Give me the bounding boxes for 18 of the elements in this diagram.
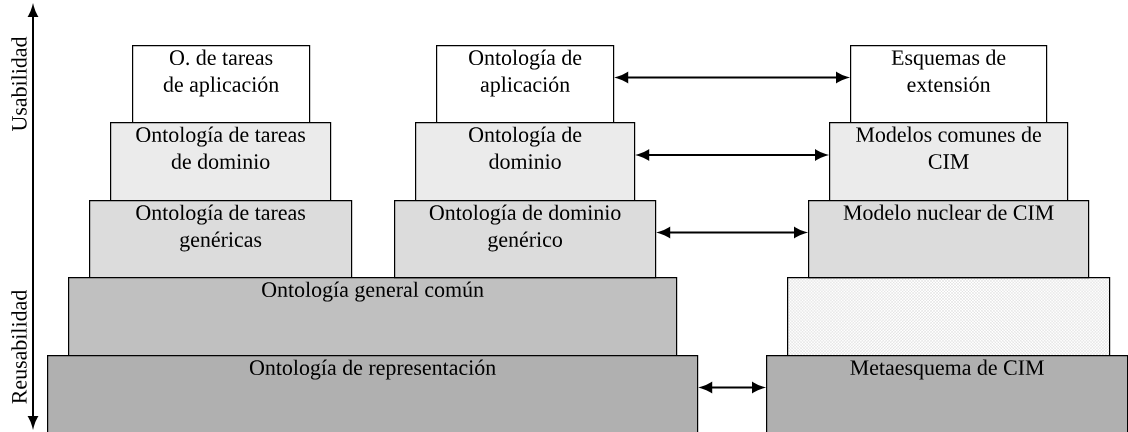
layer-box: O. de tareas de aplicación [132,45,311,124]
layer-box: Metaesquema de CIM [766,355,1128,432]
axis-label: Usabilidad [11,36,27,132]
layer-box: Ontología de aplicación [436,45,615,124]
axis-label: Reusabilidad [11,290,27,404]
layer-box: Modelos comunes de CIM [829,122,1069,202]
layer-box: Ontología de tareas de dominio [110,122,332,202]
double-arrow [700,382,764,393]
double-arrow [658,227,806,238]
layer-box: Ontología de dominio [415,122,636,202]
double-arrow [616,72,848,83]
layer-box: Ontología de dominio genérico [394,200,657,279]
layer-box: Ontología de tareas genéricas [89,200,353,279]
double-arrow [637,149,827,161]
layer-box: Esquemas de extensión [850,45,1048,124]
layer-box: Modelo nuclear de CIM [808,200,1090,279]
layer-box: Ontología de representación [47,355,699,432]
layer-box: Ontología general común [68,277,678,357]
